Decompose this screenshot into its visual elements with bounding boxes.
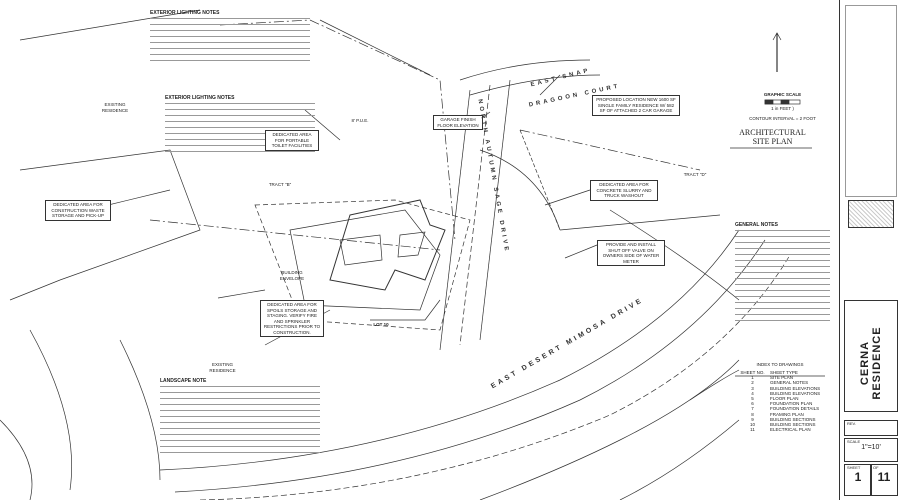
index-sheet-type: BUILDING ELEVATIONS xyxy=(770,385,821,391)
road-north-autumn-east xyxy=(479,79,511,341)
notes-title: LANDSCAPE NOTE xyxy=(160,378,207,384)
scale-box: SCALE 1"=10' xyxy=(844,438,898,462)
index-sheet-type: FOUNDATION DETAILS xyxy=(770,406,820,412)
sheet-total-box: OF 11 xyxy=(870,464,898,496)
title-block: CERNA RESIDENCE REV. SCALE 1"=10' SHEET … xyxy=(839,0,900,500)
drawing-index-row: 5 FLOOR PLAN xyxy=(735,396,825,401)
sheet-number-box: SHEET 1 xyxy=(844,464,872,496)
index-sheet-type: ELECTRICAL PLAN xyxy=(770,427,811,433)
concrete-washout-callout: DEDICATED AREA FOR CONCRETE SLURRY AND T… xyxy=(590,180,658,201)
sheet-number: 1 xyxy=(854,470,862,484)
col-sheet-no: SHEET NO. xyxy=(740,370,765,375)
drawing-index-row: 4 BUILDING ELEVATIONS xyxy=(735,391,825,396)
index-sheet-no: 9 xyxy=(751,416,754,422)
index-sheet-type: FRAMING PLAN xyxy=(770,411,804,417)
building-envelope-label: BUILDING ENVELOPE xyxy=(279,270,305,281)
drawing-index-row: 1 SITE PLAN xyxy=(735,375,825,380)
exterior-lighting-notes-2: EXTERIOR LIGHTING NOTES xyxy=(165,95,315,157)
drawing-index-title: INDEX TO DRAWINGS xyxy=(756,362,804,367)
sheet-total: 11 xyxy=(877,470,891,484)
title-block-frame xyxy=(845,5,897,197)
graphic-scale-units: 1 in FEET ) xyxy=(771,106,794,111)
graphic-scale-title: GRAPHIC SCALE xyxy=(763,92,802,97)
index-sheet-no: 11 xyxy=(750,427,755,433)
proposed-residence-callout: PROPOSED LOCATION NEW 1600 SF SINGLE FAM… xyxy=(592,95,680,116)
col-sheet-type: SHEET TYPE xyxy=(770,370,798,375)
drawing-index-row: 7 FOUNDATION DETAILS xyxy=(735,406,825,411)
index-sheet-type: BUILDING ELEVATIONS xyxy=(770,390,821,396)
spoils-storage-callout: DEDICATED AREA FOR SPOILS STORAGE AND ST… xyxy=(260,300,324,337)
index-sheet-no: 5 xyxy=(751,395,754,401)
tract-d-label: TRACT "D" xyxy=(683,172,707,177)
project-box: CERNA RESIDENCE xyxy=(844,300,898,412)
notes-text-placeholder xyxy=(165,103,315,155)
drawing-index-header: SHEET NO. SHEET TYPE xyxy=(735,370,825,375)
index-sheet-no: 4 xyxy=(751,390,754,396)
notes-text-placeholder xyxy=(160,386,320,456)
architect-stamp-logo xyxy=(848,200,894,228)
general-notes: GENERAL NOTES xyxy=(735,222,830,326)
existing-residence-label: EXISTING RESIDENCE xyxy=(101,102,129,113)
notes-title: EXTERIOR LIGHTING NOTES xyxy=(150,10,220,16)
site-plan-drawing xyxy=(0,9,825,500)
pue-label: 8' P.U.E. xyxy=(351,118,369,123)
index-sheet-no: 7 xyxy=(751,406,754,412)
notes-title: EXTERIOR LIGHTING NOTES xyxy=(165,95,235,101)
index-sheet-no: 1 xyxy=(751,375,754,381)
drawing-index-row: 11 ELECTRICAL PLAN xyxy=(735,427,825,432)
drawing-index-row: 2 GENERAL NOTES xyxy=(735,380,825,385)
index-sheet-type: BUILDING SECTIONS xyxy=(770,421,816,427)
drawing-index-row: 3 BUILDING ELEVATIONS xyxy=(735,386,825,391)
sheet-title: ARCHITECTURAL SITE PLAN xyxy=(739,128,806,146)
index-sheet-type: BUILDING SECTIONS xyxy=(770,416,816,422)
garage-elevation-callout: GARAGE FINISH FLOOR ELEVATION xyxy=(433,115,483,130)
lot-label: LOT 10 xyxy=(373,322,389,327)
index-sheet-no: 6 xyxy=(751,401,754,407)
index-sheet-no: 2 xyxy=(751,380,754,386)
landscape-notes: LANDSCAPE NOTE xyxy=(160,378,320,458)
road-north-autumn-west xyxy=(439,89,471,351)
toilet-callout: DEDICATED AREA FOR PORTABLE TOILET FACIL… xyxy=(265,130,319,151)
index-sheet-no: 3 xyxy=(751,385,754,391)
contour-interval: CONTOUR INTERVAL = 2 FOOT xyxy=(749,116,816,121)
index-sheet-type: GENERAL NOTES xyxy=(770,380,809,386)
exterior-lighting-notes-1: EXTERIOR LIGHTING NOTES xyxy=(150,10,310,66)
tract-b-label: TRACT "B" xyxy=(268,182,292,187)
index-sheet-type: FOUNDATION PLAN xyxy=(770,401,813,407)
drawing-index-row: 10 BUILDING SECTIONS xyxy=(735,422,825,427)
waste-storage-callout: DEDICATED AREA FOR CONSTRUCTION WASTE ST… xyxy=(45,200,111,221)
scale-value: 1"=10' xyxy=(861,444,881,451)
drawing-index-row: 6 FOUNDATION PLAN xyxy=(735,401,825,406)
sheet-label: SHEET xyxy=(847,465,861,470)
notes-title: GENERAL NOTES xyxy=(735,222,778,228)
notes-text-placeholder xyxy=(150,18,310,64)
project-name: CERNA RESIDENCE xyxy=(859,326,883,400)
existing-residence-label: EXISTING RESIDENCE xyxy=(209,362,236,373)
rev-label: REV. xyxy=(847,421,856,426)
notes-text-placeholder xyxy=(735,230,830,324)
of-label: OF xyxy=(873,465,879,470)
road-centerline xyxy=(199,254,791,500)
drawing-index-row: 8 FRAMING PLAN xyxy=(735,412,825,417)
index-sheet-type: FLOOR PLAN xyxy=(770,395,799,401)
rev-box: REV. xyxy=(844,420,898,436)
index-sheet-no: 10 xyxy=(749,421,755,427)
index-sheet-type: SITE PLAN xyxy=(770,375,794,381)
index-sheet-no: 8 xyxy=(751,411,754,417)
road-curve-inner xyxy=(174,239,766,493)
shutoff-valve-callout: PROVIDE AND INSTALL SHUT OFF VALVE ON OW… xyxy=(597,240,665,266)
drawing-index-row: 9 BUILDING SECTIONS xyxy=(735,417,825,422)
road-curve-outer xyxy=(159,229,740,471)
drawing-index: INDEX TO DRAWINGS SHEET NO. SHEET TYPE 1… xyxy=(735,362,825,432)
scale-label: SCALE xyxy=(847,439,861,444)
